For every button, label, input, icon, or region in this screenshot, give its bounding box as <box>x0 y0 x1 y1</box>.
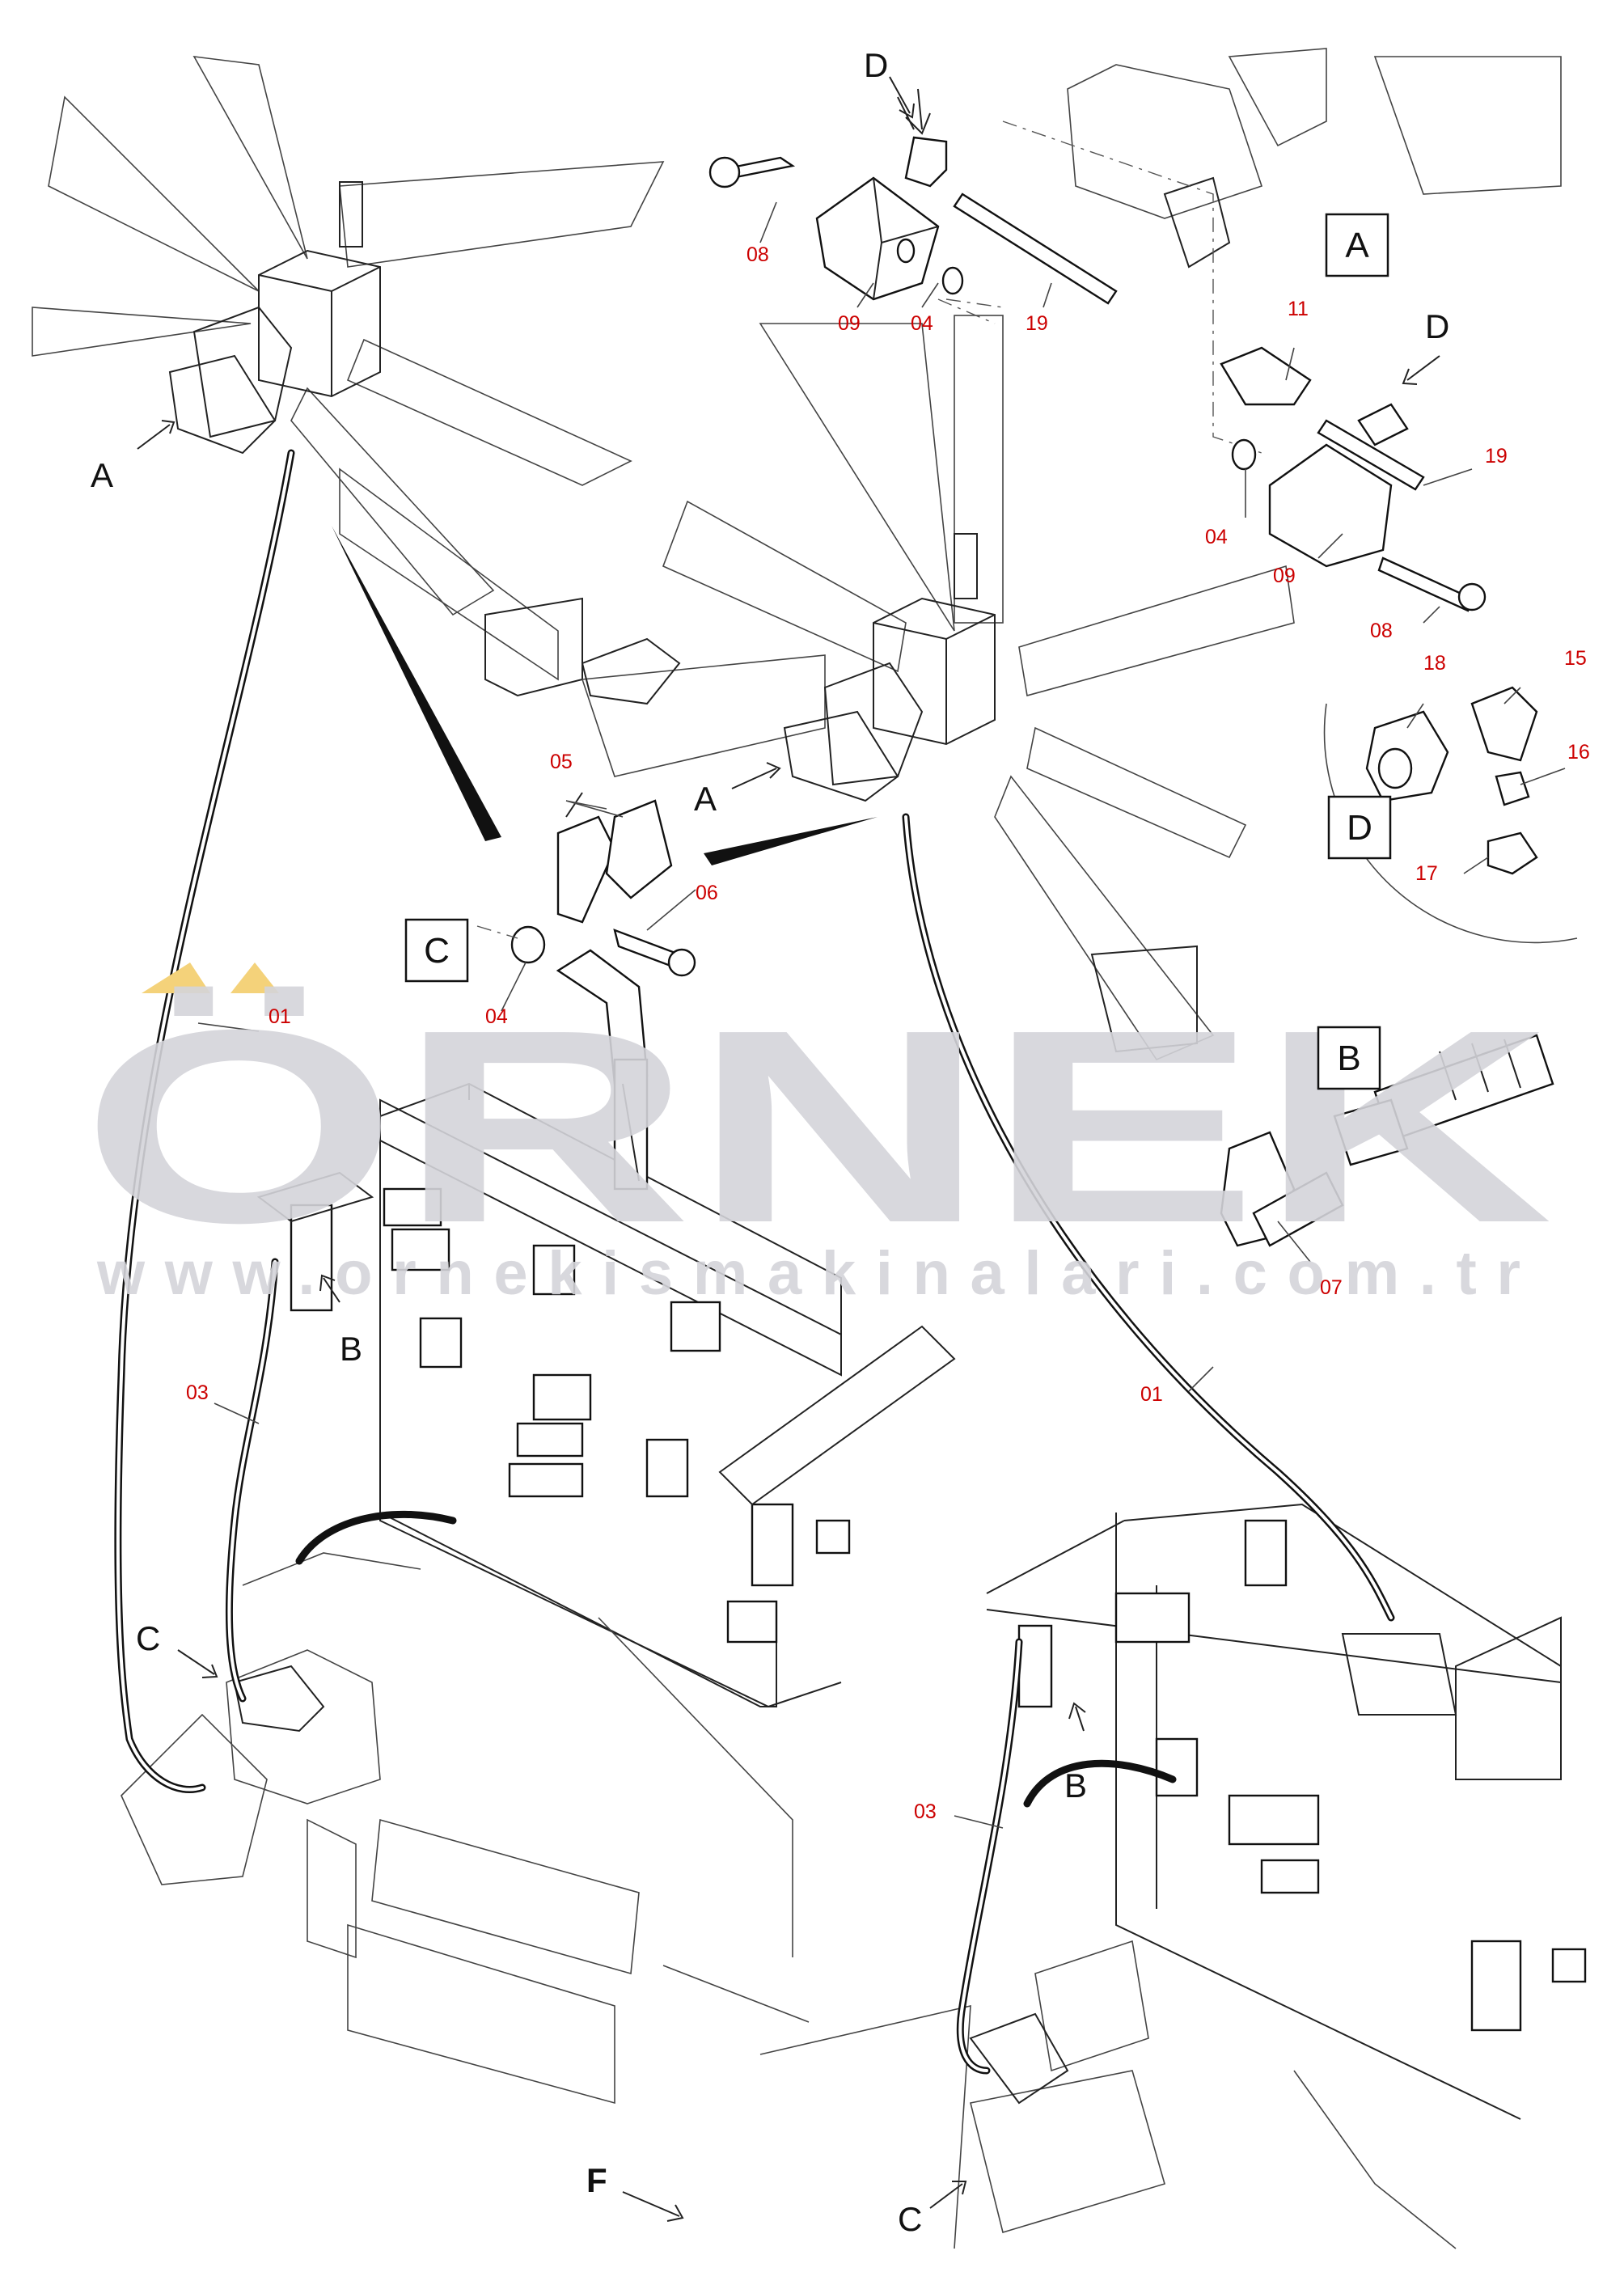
callout-a-center: A <box>694 780 717 818</box>
view-box-b: B <box>1317 1026 1381 1090</box>
watermark: ÖRNEK www.ornekismakinalari.com.tr <box>81 963 1553 1308</box>
view-label-a: A <box>1345 226 1369 265</box>
callout-d-right: D <box>1425 307 1449 345</box>
part-number-09: 09 <box>1273 565 1296 587</box>
view-label-b: B <box>1337 1039 1360 1078</box>
callout-b-right: B <box>1064 1766 1087 1804</box>
left-fan-assembly <box>32 56 665 841</box>
part-number-03: 03 <box>186 1381 209 1404</box>
callout-c-right: C <box>898 2200 922 2238</box>
part-number-17: 17 <box>1415 862 1438 885</box>
part-number-01: 01 <box>1140 1383 1163 1406</box>
view-label-c: C <box>424 931 450 971</box>
part-number-08: 08 <box>746 243 769 266</box>
right-valve-block-assembly <box>759 1503 1587 2249</box>
part-number-08: 08 <box>1370 620 1393 642</box>
part-number-07: 07 <box>1320 1276 1343 1299</box>
detail-b <box>1220 1034 1554 1247</box>
detail-d-top <box>708 88 1118 308</box>
detail-c <box>476 792 696 1191</box>
callout-f: F <box>586 2161 607 2199</box>
view-box-d: D <box>1327 795 1392 860</box>
callout-b-left: B <box>340 1330 362 1368</box>
part-number-16: 16 <box>1567 741 1590 764</box>
part-number-05: 05 <box>550 751 573 773</box>
part-number-19: 19 <box>1026 312 1048 335</box>
left-valve-block-assembly <box>121 1082 956 2105</box>
part-number-15: 15 <box>1564 647 1587 670</box>
callout-a-left: A <box>91 456 113 494</box>
part-number-01: 01 <box>269 1005 291 1028</box>
view-label-d: D <box>1347 808 1372 848</box>
callout-arrows <box>137 76 1440 2222</box>
part-number-09: 09 <box>838 312 861 335</box>
part-number-03: 03 <box>914 1800 937 1823</box>
part-number-04: 04 <box>1205 526 1228 548</box>
detail-a <box>937 48 1562 612</box>
watermark-accent <box>230 963 279 993</box>
part-numbers: 08 09 04 19 11 19 04 09 08 18 15 16 17 0… <box>186 243 1590 1823</box>
part-number-04: 04 <box>911 312 933 335</box>
part-number-11: 11 <box>1288 298 1309 320</box>
part-number-04: 04 <box>485 1005 508 1028</box>
right-fan-assembly <box>581 315 1295 1060</box>
leader-lines <box>197 201 1566 1829</box>
callout-d-top: D <box>864 46 888 84</box>
hoses <box>114 449 1395 2075</box>
part-number-19: 19 <box>1485 445 1508 468</box>
view-box-c: C <box>404 918 469 983</box>
part-number-06: 06 <box>696 882 718 904</box>
watermark-accent <box>142 963 210 993</box>
detail-d-circle <box>1323 686 1578 944</box>
view-box-a: A <box>1325 213 1389 277</box>
part-number-18: 18 <box>1423 652 1446 675</box>
callout-letters: A A D D B B C C F <box>91 46 1449 2238</box>
callout-c-left: C <box>136 1619 160 1657</box>
watermark-brand: ÖRNEK <box>81 973 1553 1280</box>
